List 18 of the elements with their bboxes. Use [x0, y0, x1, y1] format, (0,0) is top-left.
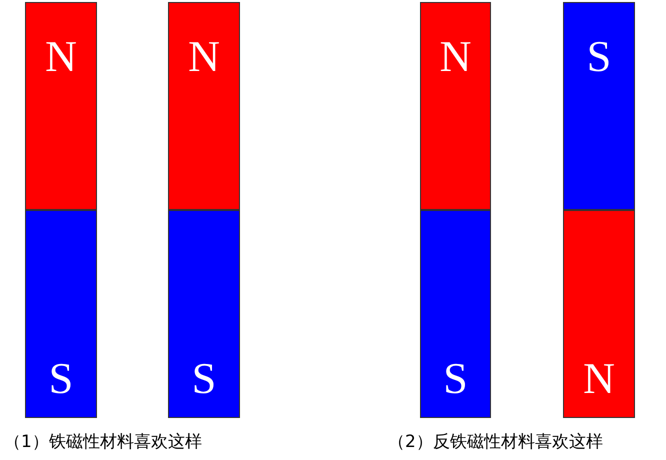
pole-letter: N: [582, 355, 616, 403]
magnet-pole: [168, 2, 240, 210]
magnet-pole: [25, 2, 97, 210]
magnet-pole: [563, 2, 635, 210]
pole-letter: S: [442, 355, 469, 403]
magnet-pole: [168, 210, 240, 418]
caption: （1）铁磁性材料喜欢这样: [4, 431, 202, 453]
magnet-pole: [563, 210, 635, 418]
pole-letter: N: [44, 33, 78, 81]
pole-letter: S: [48, 355, 74, 403]
caption: （2）反铁磁性材料喜欢这样: [388, 431, 603, 453]
pole-letter: S: [190, 355, 218, 403]
pole-letter: N: [187, 33, 221, 81]
pole-letter: S: [586, 33, 612, 81]
magnet-pole: [420, 210, 491, 418]
magnet-pole: [420, 2, 491, 210]
pole-letter: N: [438, 33, 472, 81]
magnet-pole: [25, 210, 97, 418]
